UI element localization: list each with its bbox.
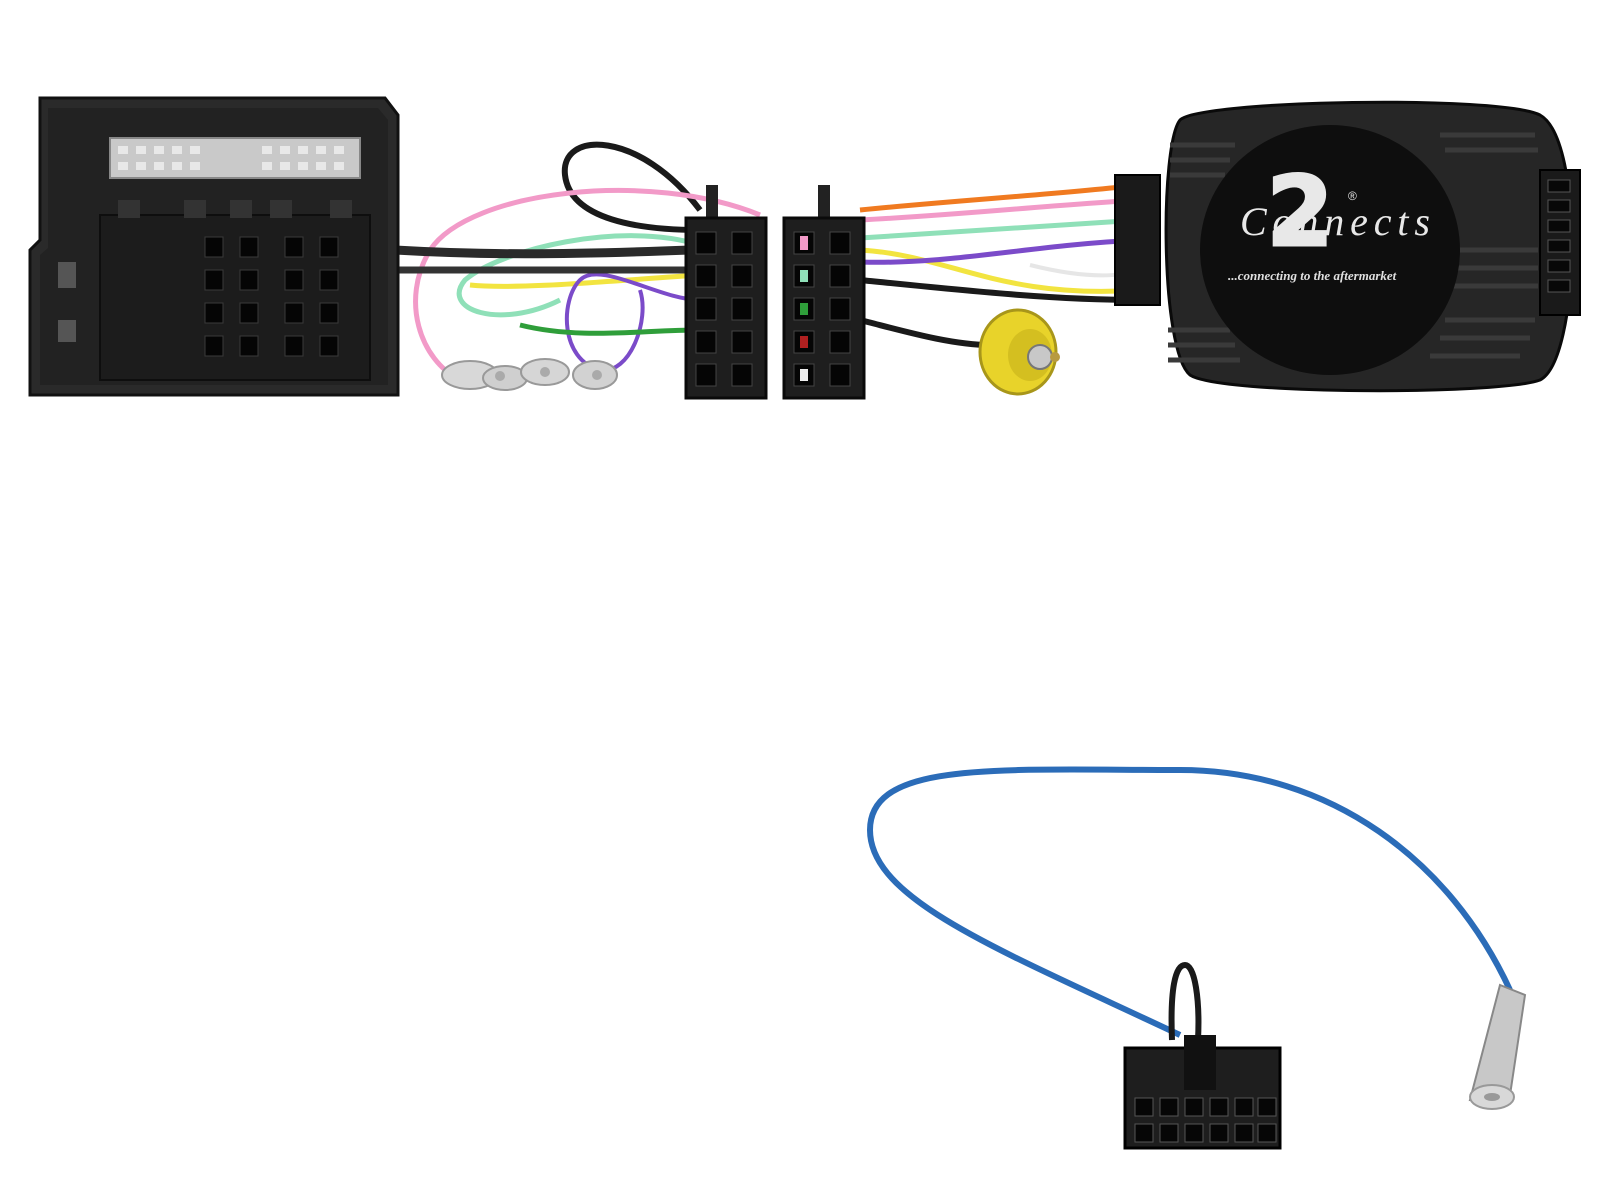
molex-plug <box>1123 1035 1282 1150</box>
patch-lead <box>866 766 1527 1150</box>
spade-terminals <box>441 358 618 391</box>
wire-black-rca <box>859 317 991 348</box>
wire-pink <box>413 188 761 383</box>
interface-box: 2 Connects ® ...connecting to the afterm… <box>1114 100 1581 393</box>
blue-wire <box>866 766 1513 1038</box>
wire-orange <box>859 182 1141 213</box>
antenna-plug <box>1468 983 1527 1110</box>
wire-pink-right <box>859 197 1141 223</box>
wire-purple-loop <box>564 272 701 373</box>
wire-yellow-right <box>859 247 1141 294</box>
black-loop-wire <box>1168 961 1202 1041</box>
rca-plug <box>978 308 1060 396</box>
wire-black-bundle <box>394 245 691 259</box>
wire-black-loop <box>561 141 703 233</box>
brand-logo: 2 Connects ® ...connecting to the afterm… <box>1228 155 1430 284</box>
wire-yellow <box>469 272 701 289</box>
wire-bundle <box>394 141 1141 383</box>
wire-green <box>519 322 701 336</box>
iso-connector <box>684 185 866 400</box>
wire-light-green-right <box>859 217 1141 241</box>
wire-light-green <box>456 233 701 318</box>
logo-registered: ® <box>1348 189 1357 203</box>
quadlock-connector <box>28 96 400 397</box>
logo-tagline: ...connecting to the aftermarket <box>1228 268 1397 283</box>
logo-brand: Connects <box>1240 199 1430 244</box>
logo-numeral: 2 <box>1267 156 1334 268</box>
wire-purple-right <box>859 237 1141 265</box>
wire-black-box <box>859 277 1141 303</box>
